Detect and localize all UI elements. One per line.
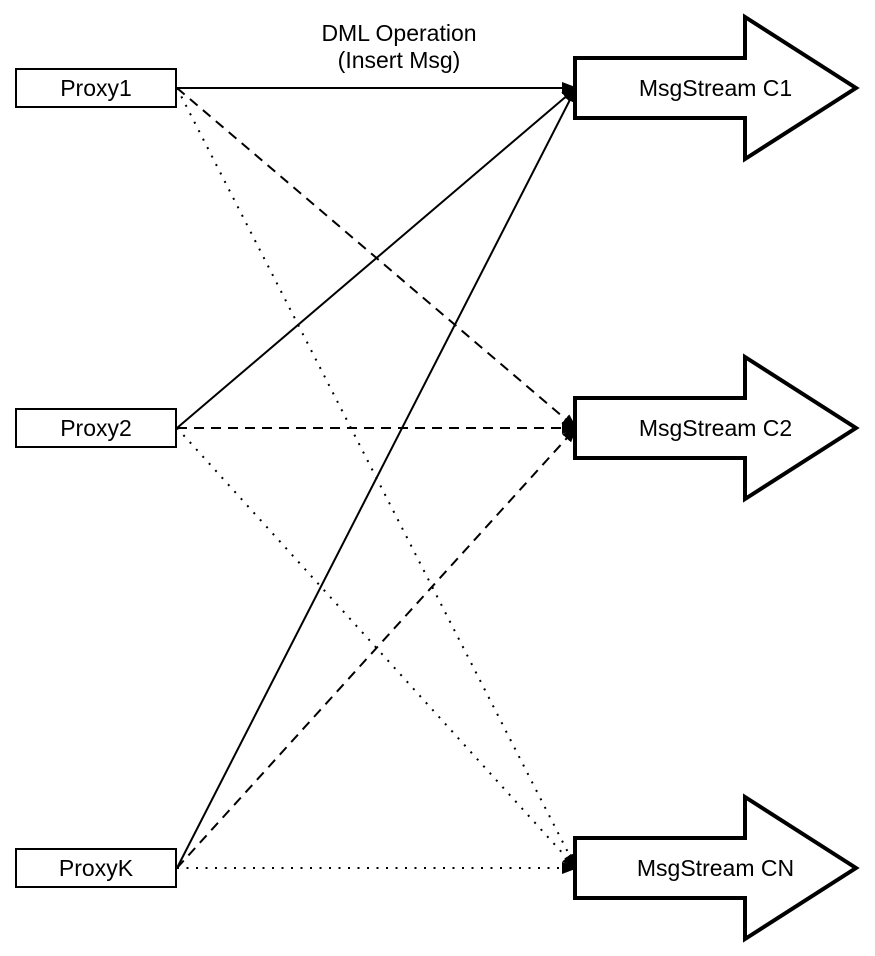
edge-pk-to-c1	[176, 86, 577, 869]
msgstream-c1-arrow-shape	[573, 13, 860, 163]
proxy1-label: Proxy1	[60, 74, 132, 101]
msgstream-c2-arrow-shape	[573, 353, 860, 503]
dml-operation-label-line2: (Insert Msg)	[337, 47, 461, 73]
msgstream-c1-label: MsgStream C1	[638, 75, 793, 101]
proxyk-label: ProxyK	[58, 854, 134, 881]
msgstream-cn-label: MsgStream CN	[636, 855, 795, 881]
edge-pk-to-c2	[176, 426, 578, 869]
proxy2-label: Proxy2	[60, 414, 132, 441]
msgstream-c2-label: MsgStream C2	[638, 415, 793, 441]
edge-p2-to-c1	[176, 86, 578, 429]
msgstream-cn-arrow-shape	[573, 793, 860, 943]
proxyk-box: ProxyK	[15, 848, 177, 888]
proxy1-box: Proxy1	[15, 68, 177, 108]
dml-operation-label: DML Operation (Insert Msg)	[259, 20, 539, 74]
edge-p2-to-cn	[176, 427, 578, 870]
edge-lines	[176, 82, 578, 874]
msgstream-arrows	[573, 13, 860, 943]
proxy2-box: Proxy2	[15, 408, 177, 448]
dml-operation-label-line1: DML Operation	[321, 20, 477, 46]
